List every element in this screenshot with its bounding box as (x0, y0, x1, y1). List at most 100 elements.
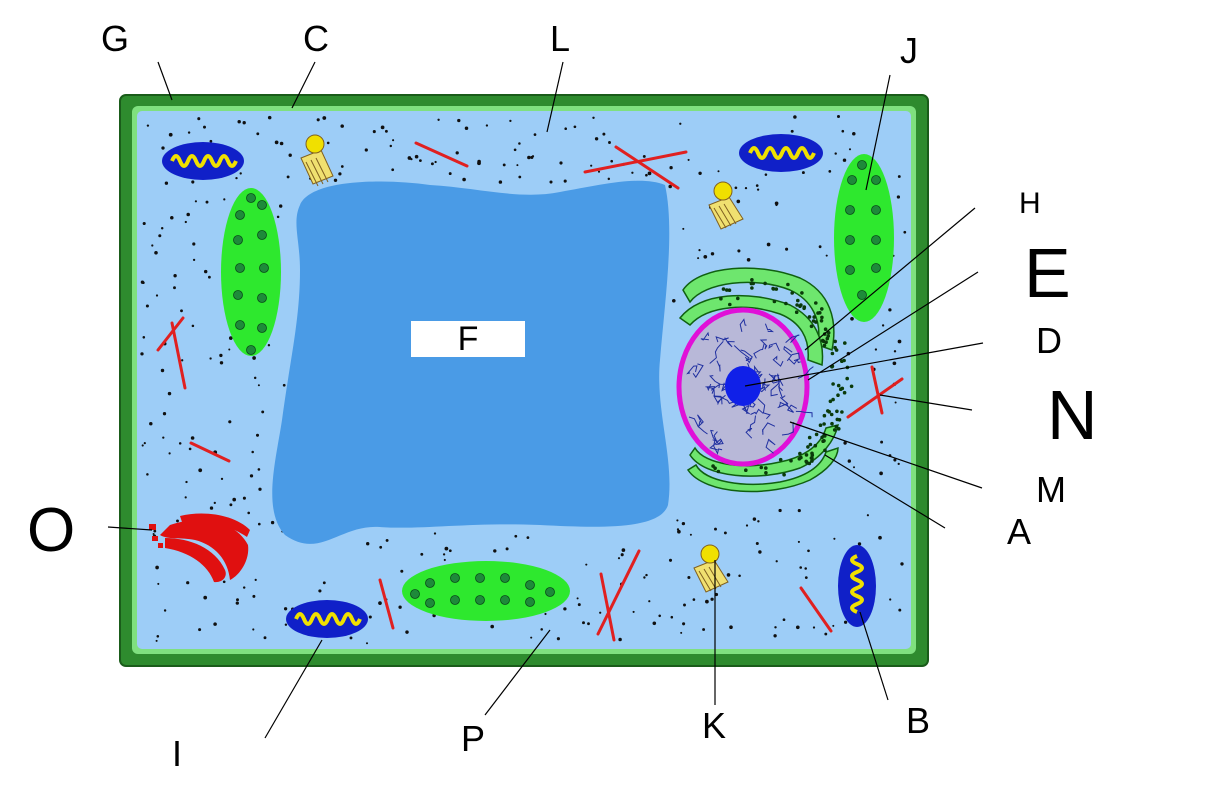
er-ribosome (790, 291, 794, 295)
ribosome-dot (464, 126, 469, 130)
chromatin-strand (759, 339, 768, 350)
ribosome-dot (477, 159, 481, 164)
ribosome-dot (257, 468, 261, 471)
ribosome-dot (160, 368, 165, 373)
ribosome-dot (687, 575, 691, 580)
er-ribosome (835, 417, 840, 422)
ribosome-dot (279, 141, 284, 146)
ribosome-dot (385, 538, 389, 542)
ribosome-dot (834, 152, 837, 155)
ribosome-dot (170, 216, 174, 220)
ribosome-dot (594, 137, 599, 141)
er-ribosome (807, 315, 812, 319)
ribosome-dot (141, 444, 144, 447)
granum (410, 589, 420, 599)
label-j: J (900, 30, 918, 71)
ribosome-dot (176, 519, 179, 523)
ribosome-dot (192, 258, 196, 262)
nucleus (676, 307, 814, 467)
ribosome-dot (879, 471, 883, 476)
er-ribosome (744, 468, 748, 473)
ribosome-dot (505, 547, 509, 551)
ribosome-dot (703, 254, 708, 259)
ribosome-dot (152, 532, 155, 536)
ribosome-dot (804, 576, 808, 579)
ribosome-dot (736, 199, 741, 204)
chromatin-strand (772, 355, 784, 367)
ribosome-dot (676, 519, 679, 522)
ribosome-dot (153, 529, 157, 533)
ribosome-dot (455, 151, 459, 155)
label-n: N (1047, 376, 1098, 454)
ribosome-dot (158, 234, 162, 238)
chromatin-strand (688, 416, 708, 435)
ribosome-dot (410, 157, 413, 161)
ribosome-dot (151, 244, 154, 247)
ribosome-dot (833, 537, 836, 540)
chromatin-strand (733, 345, 753, 362)
er-ribosome (807, 461, 812, 466)
granum (257, 323, 267, 333)
er-ribosome (814, 320, 818, 324)
er-ribosome (802, 305, 807, 309)
ribosome-dot (705, 599, 709, 604)
er-ribosome (822, 343, 827, 348)
ribosome-dot (366, 542, 370, 546)
ribosome-dot (824, 632, 828, 636)
ribosome-dot (878, 535, 882, 540)
ribosome-dot (668, 558, 673, 562)
ribosome-dot (163, 609, 167, 612)
label-o: O (27, 496, 76, 565)
ribosome-dot (256, 132, 260, 136)
ribosome-dot (188, 447, 192, 451)
ribosome-dot (758, 550, 762, 554)
er-ribosome (819, 319, 824, 323)
chromatin-strand (706, 383, 716, 394)
ribosome-dot (692, 598, 696, 601)
ribosome-dot (203, 595, 208, 600)
chloroplast-right (834, 154, 894, 322)
mitochondrion-top-left (162, 142, 244, 180)
ribosome-dot (253, 376, 257, 380)
er-ribosome (750, 286, 754, 290)
ribosome-dot (143, 442, 146, 445)
ribosome-dot (540, 628, 543, 631)
ribosome-dot (888, 308, 892, 312)
ribosome-dot (276, 215, 280, 219)
er-ribosome (826, 331, 831, 335)
ribosome-dot (213, 501, 216, 505)
chromatin-strand (786, 352, 800, 362)
ribosome-dot (533, 133, 537, 136)
er-ribosome (827, 410, 831, 414)
chromatin-strand (700, 331, 710, 341)
granum (871, 235, 881, 245)
ribosome-dot (267, 115, 272, 120)
ribosome-dot (645, 173, 648, 177)
ribosome-dot (530, 636, 533, 639)
ribosome-dot (185, 480, 188, 484)
er-ribosome (823, 448, 827, 453)
ribosome-dot (757, 520, 760, 523)
chromatin-strand (753, 343, 765, 359)
er-ribosome (782, 472, 786, 477)
label-d: D (1036, 320, 1062, 361)
er-ribosome (750, 278, 754, 282)
ribosome-dot (795, 625, 800, 630)
ribosome-dot (710, 597, 714, 601)
ribosome-dot (187, 131, 191, 134)
ribosome-dot (564, 127, 567, 130)
granum (246, 193, 256, 203)
ribosome-dot (249, 474, 254, 478)
granum (246, 345, 256, 355)
ribosome-dot (434, 160, 437, 164)
ribosome-dot (881, 324, 885, 327)
er-ribosome (804, 453, 809, 457)
granum (450, 595, 460, 605)
ribosome-dot (228, 420, 232, 424)
ribosome-dot (242, 121, 246, 125)
ribosome-dot (162, 412, 167, 416)
ribosome-dot (587, 622, 590, 626)
er-ribosome (806, 445, 810, 449)
granum (233, 290, 243, 300)
er-ribosome (840, 386, 845, 391)
